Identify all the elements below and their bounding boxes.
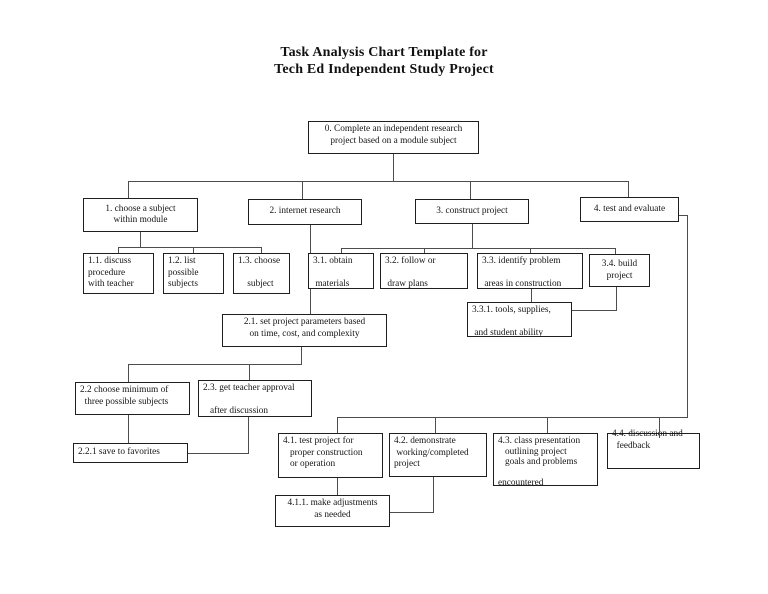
connector-line [337, 417, 688, 418]
node-0-label: 0. Complete an independent research proj… [324, 124, 463, 146]
node-1-3-label: 1.3. choose subject [238, 256, 281, 289]
node-4-3: 4.3. class presentation outlining projec… [493, 433, 598, 488]
node-3: 3. construct project [415, 199, 529, 224]
connector-line [193, 247, 194, 254]
connector-line [393, 154, 394, 181]
connector-line [118, 247, 119, 254]
connector-line [128, 415, 129, 443]
connector-line [615, 248, 616, 255]
node-3-4-label: 3.4. build project [601, 259, 638, 281]
node-2-2-label: 2.2 choose minimum of three possible sub… [80, 385, 169, 407]
node-3-1: 3.1. obtain materials [308, 253, 374, 289]
node-4-1-label: 4.1. test project for proper constructio… [283, 436, 363, 469]
connector-line [433, 477, 434, 513]
connector-line [188, 453, 249, 454]
connector-line [301, 347, 302, 364]
connector-line [140, 232, 141, 247]
connector-line [530, 248, 531, 254]
connector-line [435, 417, 436, 433]
connector-line [128, 364, 302, 365]
node-4-3-label: 4.3. class presentation outlining projec… [498, 436, 581, 488]
node-3-4: 3.4. build project [589, 254, 650, 287]
node-4-2-label: 4.2. demonstrate working/completed proje… [394, 436, 469, 469]
node-4: 4. test and evaluate [580, 197, 679, 222]
node-4-1-1-label: 4.1.1. make adjustments as needed [287, 498, 378, 520]
connector-line [337, 417, 338, 433]
node-2-2-1: 2.2.1 save to favorites [73, 443, 188, 463]
node-3-3-1-label: 3.3.1. tools, supplies, and student abil… [472, 305, 551, 338]
connector-line [341, 248, 616, 249]
connector-line [472, 224, 473, 248]
node-4-4-label: 4.4. discussion and feedback [612, 429, 683, 451]
connector-line [302, 181, 303, 199]
node-4-4: 4.4. discussion and feedback [607, 429, 700, 469]
node-1-2: 1.2. list possible subjects [163, 253, 224, 294]
node-2-label: 2. internet research [269, 206, 341, 217]
node-2-3-label: 2.3. get teacher approval after discussi… [203, 383, 295, 416]
node-1-1-label: 1.1. discuss procedure with teacher [88, 256, 134, 289]
node-3-3-label: 3.3. identify problem areas in construct… [482, 256, 562, 289]
connector-line [261, 247, 262, 254]
node-2: 2. internet research [248, 199, 362, 225]
node-4-1: 4.1. test project for proper constructio… [278, 433, 383, 478]
connector-line [659, 417, 660, 438]
connector-line [628, 181, 629, 197]
node-3-1-label: 3.1. obtain materials [313, 256, 353, 289]
node-2-1: 2.1. set project parameters based on tim… [222, 314, 387, 347]
node-3-3-1: 3.3.1. tools, supplies, and student abil… [467, 302, 572, 338]
connector-line [531, 289, 532, 302]
node-0: 0. Complete an independent research proj… [308, 121, 479, 154]
connector-line [616, 287, 617, 310]
node-4-2: 4.2. demonstrate working/completed proje… [389, 433, 487, 477]
page-title: Task Analysis Chart Template for Tech Ed… [274, 45, 494, 77]
connector-line [118, 247, 262, 248]
node-3-label: 3. construct project [436, 205, 508, 216]
node-2-1-label: 2.1. set project parameters based on tim… [243, 317, 366, 339]
connector-line [424, 248, 425, 254]
node-1-2-label: 1.2. list possible subjects [168, 256, 199, 289]
connector-line [337, 478, 338, 495]
connector-line [679, 215, 688, 216]
node-2-3: 2.3. get teacher approval after discussi… [198, 380, 312, 417]
node-4-label: 4. test and evaluate [593, 203, 666, 214]
connector-line [687, 215, 688, 418]
connector-line [547, 417, 548, 433]
node-1-label: 1. choose a subject within module [105, 203, 176, 226]
node-2-2: 2.2 choose minimum of three possible sub… [75, 382, 190, 415]
connector-line [470, 181, 471, 199]
node-2-2-1-label: 2.2.1 save to favorites [78, 447, 160, 458]
connector-line [572, 310, 617, 311]
node-4-1-1: 4.1.1. make adjustments as needed [275, 495, 390, 527]
node-1-3: 1.3. choose subject [233, 253, 290, 294]
node-1: 1. choose a subject within module [83, 198, 198, 232]
connector-line [341, 248, 342, 254]
node-3-3: 3.3. identify problem areas in construct… [477, 253, 583, 289]
connector-line [248, 417, 249, 454]
connector-line [128, 181, 129, 199]
node-1-1: 1.1. discuss procedure with teacher [83, 253, 154, 294]
connector-line [390, 512, 434, 513]
node-3-2: 3.2. follow or draw plans [380, 253, 468, 289]
connector-line [128, 181, 629, 182]
connector-line [128, 364, 129, 382]
connector-line [249, 364, 250, 380]
node-3-2-label: 3.2. follow or draw plans [385, 256, 436, 289]
